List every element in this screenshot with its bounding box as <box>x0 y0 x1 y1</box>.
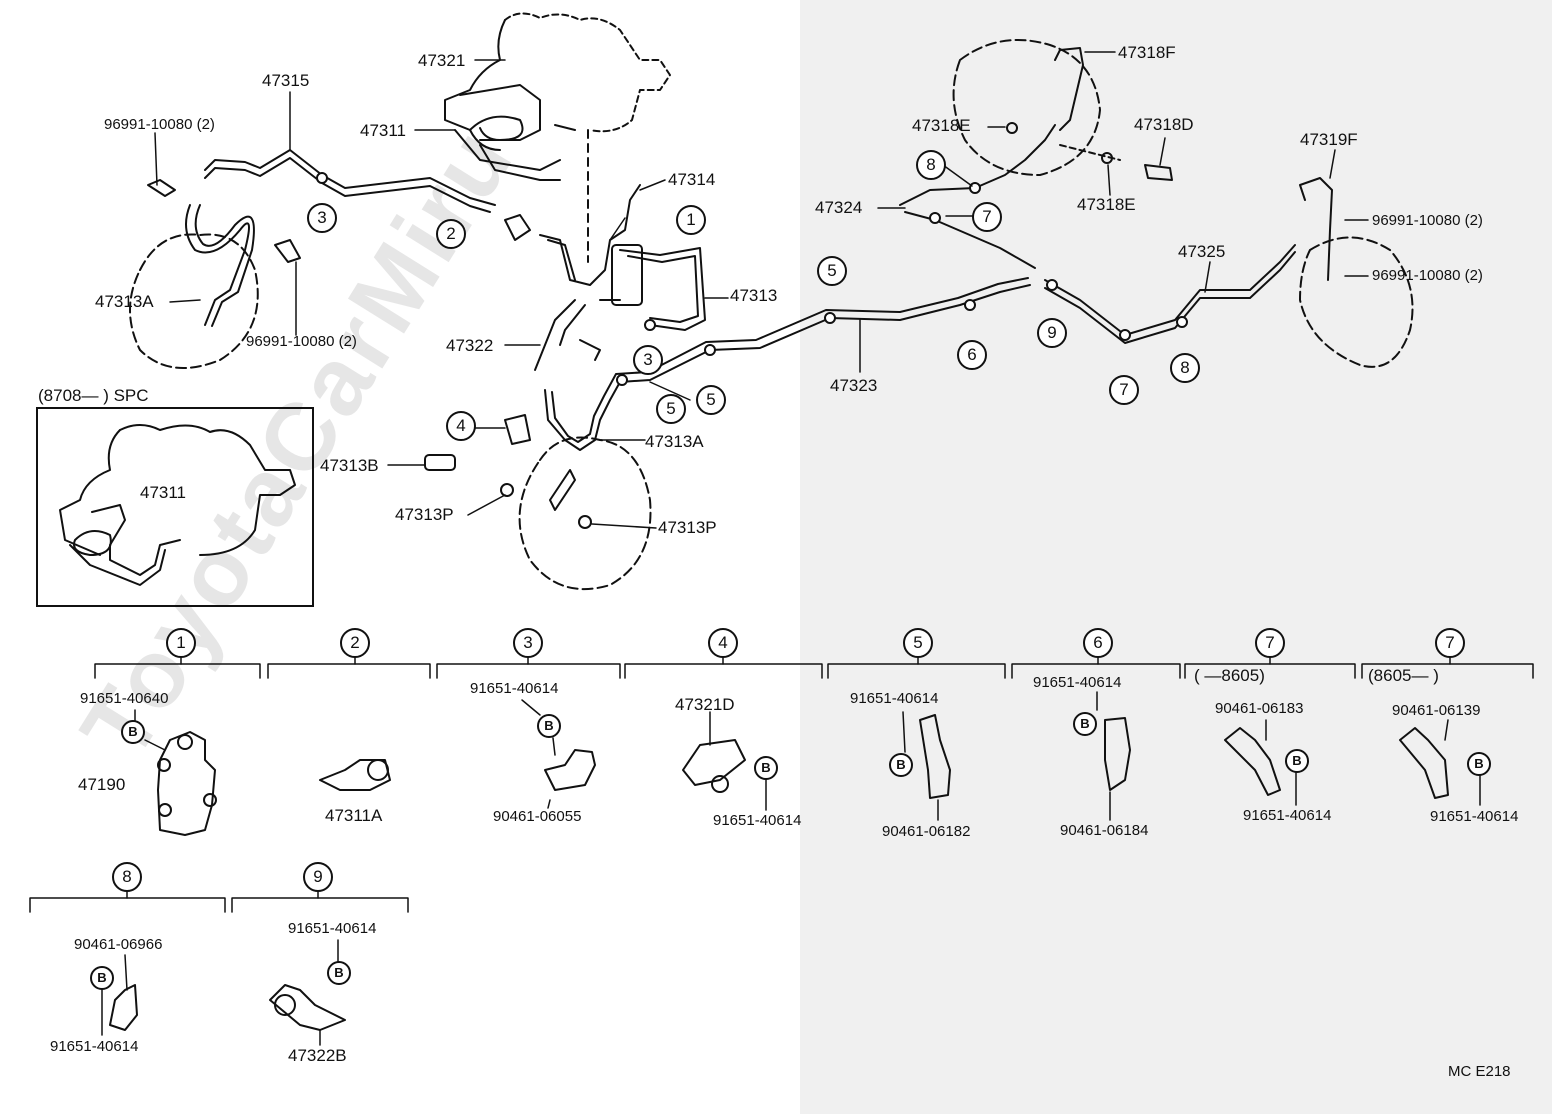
detail-7b-number: 7 <box>1435 628 1465 658</box>
ref-7a: 7 <box>1109 375 1139 405</box>
label-47311: 47311 <box>360 121 407 140</box>
label-47318E-a: 47318E <box>912 116 971 135</box>
ref-3b: 3 <box>633 345 663 375</box>
ref-1: 1 <box>676 205 706 235</box>
ref-5b: 5 <box>656 394 686 424</box>
bolt-symbol: B <box>121 720 145 744</box>
label-47313P-a: 47313P <box>395 505 454 524</box>
ref-5a: 5 <box>696 385 726 415</box>
bolt-symbol: B <box>327 961 351 985</box>
detail-3-upper: 91651-40614 <box>470 680 559 697</box>
ref-3: 3 <box>307 203 337 233</box>
master-cylinder-drawing <box>444 12 671 263</box>
ref-8a: 8 <box>1170 353 1200 383</box>
label-47313A-left: 47313A <box>95 292 154 311</box>
detail-6-number: 6 <box>1083 628 1113 658</box>
detail-7b-range: (8605— ) <box>1368 666 1439 685</box>
ref-5c: 5 <box>817 256 847 286</box>
left-brake-line <box>129 149 496 369</box>
label-47319F: 47319F <box>1300 130 1358 149</box>
detail-9-lower: 47322B <box>288 1046 347 1065</box>
ref-2: 2 <box>436 219 466 249</box>
detail-8-upper: 90461-06966 <box>74 936 163 953</box>
label-47311-inset: 47311 <box>140 483 187 502</box>
detail-3-number: 3 <box>513 628 543 658</box>
detail-6-upper: 91651-40614 <box>1033 674 1122 691</box>
detail-5-lower: 90461-06182 <box>882 823 971 840</box>
detail-3-lower: 90461-06055 <box>493 808 582 825</box>
label-47318E-b: 47318E <box>1077 195 1136 214</box>
detail-5-upper: 91651-40614 <box>850 690 939 707</box>
label-47313P-b: 47313P <box>658 518 717 537</box>
detail-1-upper: 91651-40640 <box>80 690 169 707</box>
detail-7a-lower: 91651-40614 <box>1243 807 1332 824</box>
label-clip-left: 96991-10080 (2) <box>104 116 215 133</box>
right-panel-background <box>800 0 1552 1114</box>
detail-1-number: 1 <box>166 628 196 658</box>
spc-inset-frame <box>36 407 314 607</box>
bolt-symbol: B <box>1073 712 1097 736</box>
detail-9-upper: 91651-40614 <box>288 920 377 937</box>
detail-2-number: 2 <box>340 628 370 658</box>
detail-9-number: 9 <box>303 862 333 892</box>
ref-4: 4 <box>446 411 476 441</box>
label-47314: 47314 <box>668 170 716 189</box>
bolt-symbol: B <box>537 714 561 738</box>
label-clip-right1: 96991-10080 (2) <box>1372 212 1483 229</box>
detail-7b-upper: 90461-06139 <box>1392 702 1481 719</box>
rear-brake-lines <box>899 39 1414 368</box>
ref-6: 6 <box>957 340 987 370</box>
bolt-symbol: B <box>90 966 114 990</box>
detail-leaders <box>101 691 1481 1046</box>
ref-8b: 8 <box>916 150 946 180</box>
label-47318D: 47318D <box>1134 115 1194 134</box>
label-47323: 47323 <box>830 376 878 395</box>
label-47321: 47321 <box>418 51 466 70</box>
inset-label: (8708— ) SPC <box>38 386 149 405</box>
clip-points <box>316 172 1188 386</box>
detail-2-part: 47311A <box>325 806 383 825</box>
label-47325: 47325 <box>1178 242 1226 261</box>
detail-4-upper: 47321D <box>675 695 735 714</box>
bolt-symbol: B <box>889 753 913 777</box>
bolt-symbol: B <box>1467 752 1491 776</box>
bolt-symbol: B <box>754 756 778 780</box>
detail-brackets <box>29 655 1534 913</box>
detail-1-part: 47190 <box>78 775 126 794</box>
label-47313A-mid: 47313A <box>645 432 704 451</box>
label-47315: 47315 <box>262 71 310 90</box>
leader-lines <box>154 51 1369 529</box>
label-clip-left2: 96991-10080 (2) <box>246 333 357 350</box>
label-47313B: 47313B <box>320 456 379 475</box>
right-front-hose <box>424 277 1031 591</box>
detail-6-lower: 90461-06184 <box>1060 822 1149 839</box>
label-47318F: 47318F <box>1118 43 1176 62</box>
detail-parts <box>109 714 1449 1031</box>
detail-4-lower: 91651-40614 <box>713 812 802 829</box>
bolt-symbol: B <box>1285 749 1309 773</box>
label-47324: 47324 <box>815 198 863 217</box>
detail-8-number: 8 <box>112 862 142 892</box>
detail-4-number: 4 <box>708 628 738 658</box>
detail-7b-lower: 91651-40614 <box>1430 808 1519 825</box>
detail-5-number: 5 <box>903 628 933 658</box>
detail-8-lower: 91651-40614 <box>50 1038 139 1055</box>
label-clip-right2: 96991-10080 (2) <box>1372 267 1483 284</box>
detail-7a-number: 7 <box>1255 628 1285 658</box>
diagram-code: MC E218 <box>1448 1063 1511 1080</box>
center-valve-lines <box>504 184 706 371</box>
detail-7a-upper: 90461-06183 <box>1215 700 1304 717</box>
detail-7a-range: ( —8605) <box>1194 666 1265 685</box>
ref-7b: 7 <box>972 202 1002 232</box>
ref-9: 9 <box>1037 318 1067 348</box>
inset-drawing <box>59 424 296 586</box>
label-47313: 47313 <box>730 286 778 305</box>
label-47322: 47322 <box>446 336 494 355</box>
